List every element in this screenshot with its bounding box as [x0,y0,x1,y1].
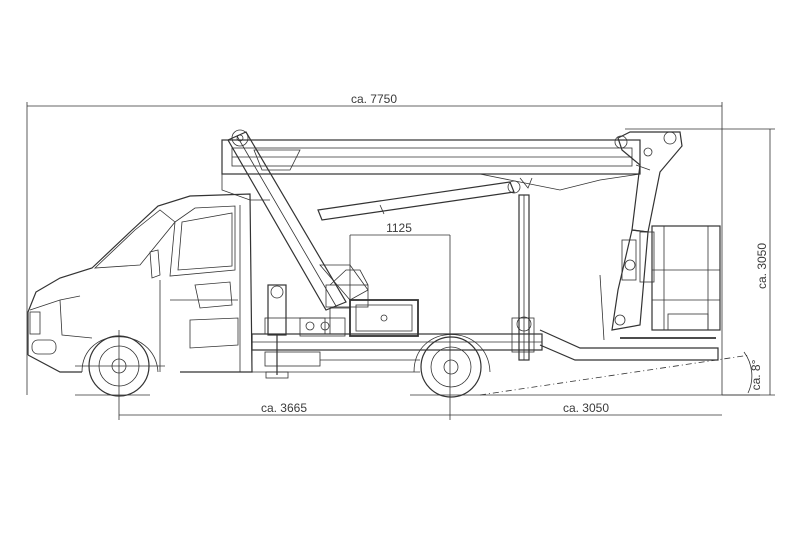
wheelbase-label: ca. 3665 [261,401,307,415]
lift-cylinder [317,180,521,221]
work-basket [620,225,721,339]
jib-arm [614,131,683,233]
truck-cab [27,193,253,373]
front-outrigger [265,284,289,379]
overall-length-label: ca. 7750 [351,92,397,106]
platform-support-arm [599,229,649,341]
boom-angle-label: ca. 8° [749,359,763,390]
turntable-width-label: 1125 [386,221,412,235]
front-wheel [75,335,165,397]
chassis-frame [251,299,719,373]
main-boom-arm [227,129,369,311]
overall-height-label: ca. 3050 [755,243,769,289]
dimension-lines [26,102,775,420]
telescopic-boom [221,139,641,201]
rear-overhang-label: ca. 3050 [563,401,609,415]
rear-wheel [413,334,491,398]
boom-column [516,194,532,361]
turntable [325,269,369,308]
